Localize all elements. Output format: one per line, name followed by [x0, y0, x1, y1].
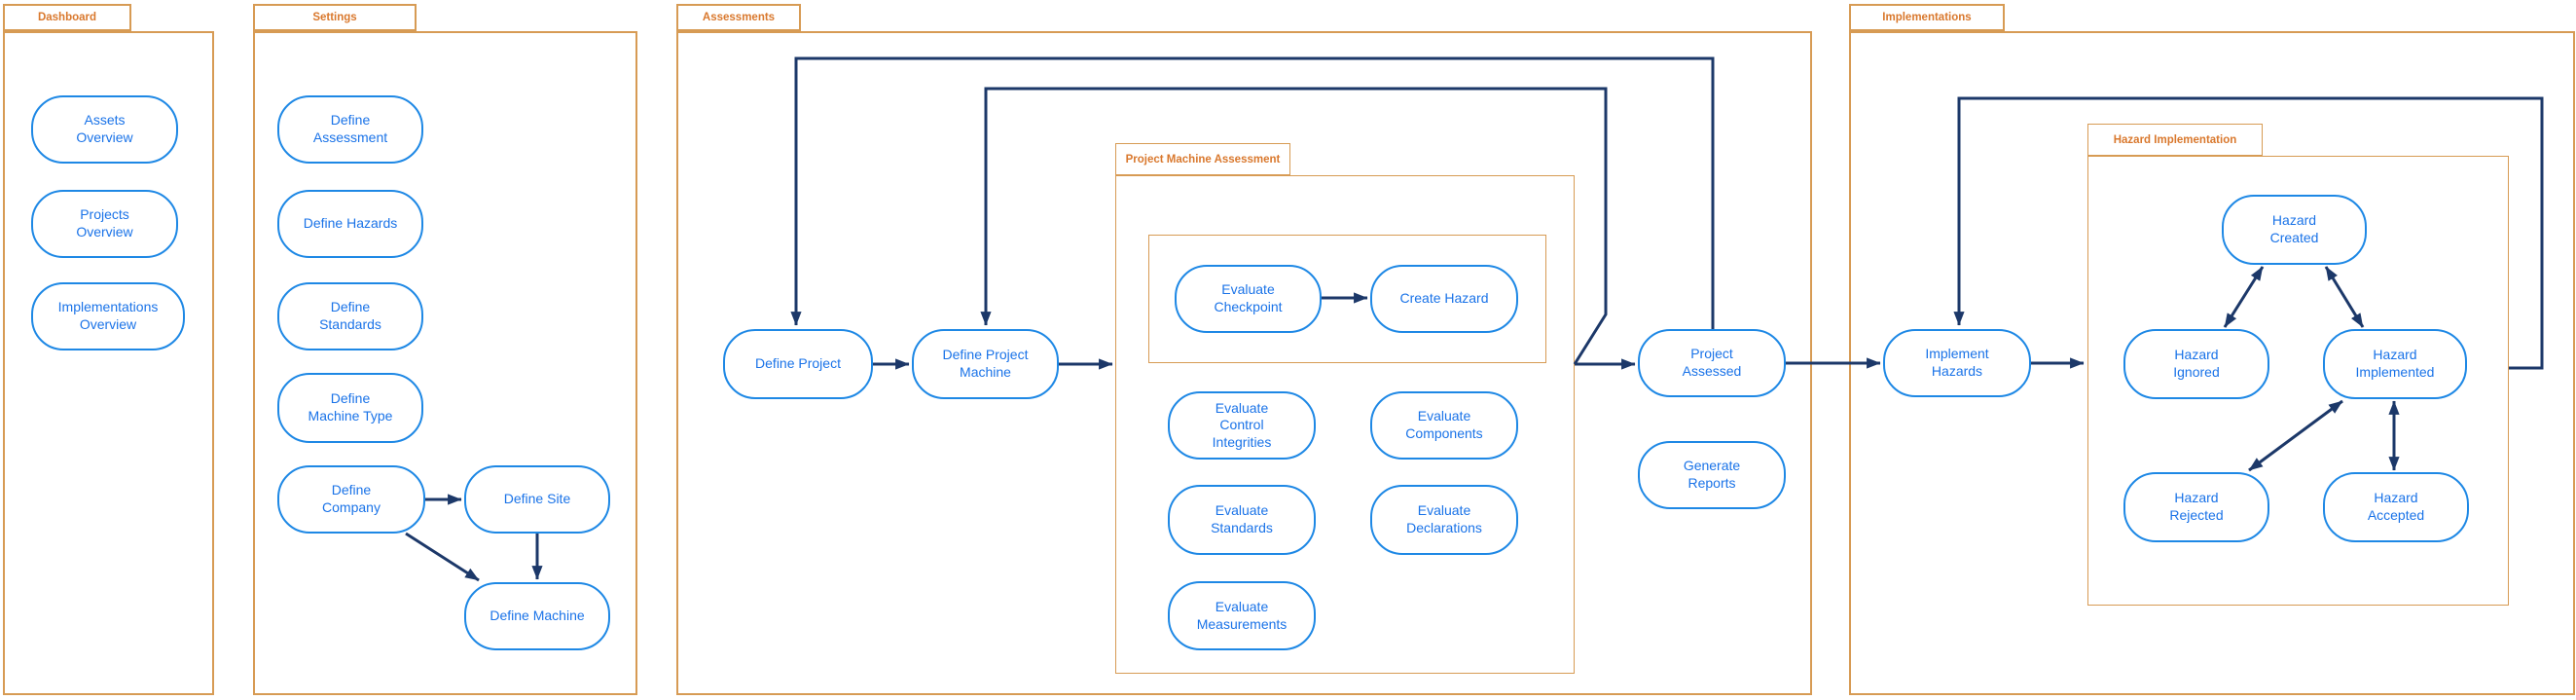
- node-label-project-assessed: Project Assessed: [1682, 346, 1742, 379]
- node-evaluate-checkpoint[interactable]: Evaluate Checkpoint: [1175, 265, 1322, 333]
- node-define-site[interactable]: Define Site: [464, 465, 610, 534]
- node-evaluate-measurements[interactable]: Evaluate Measurements: [1168, 581, 1316, 650]
- node-label-hazard-implemented: Hazard Implemented: [2355, 347, 2435, 380]
- node-label-generate-reports: Generate Reports: [1683, 458, 1741, 491]
- node-define-assessment[interactable]: Define Assessment: [277, 95, 423, 164]
- node-project-assessed[interactable]: Project Assessed: [1638, 329, 1786, 397]
- node-hazard-accepted[interactable]: Hazard Accepted: [2323, 472, 2469, 542]
- group-tab-label-project-machine-assessment: Project Machine Assessment: [1125, 153, 1281, 166]
- node-define-hazards[interactable]: Define Hazards: [277, 190, 423, 258]
- panel-tab-label-assessments: Assessments: [702, 12, 776, 23]
- node-label-define-company: Define Company: [322, 482, 381, 515]
- node-generate-reports[interactable]: Generate Reports: [1638, 441, 1786, 509]
- panel-tab-label-settings: Settings: [312, 12, 357, 23]
- group-tab-project-machine-assessment[interactable]: Project Machine Assessment: [1115, 143, 1290, 175]
- node-define-standards[interactable]: Define Standards: [277, 282, 423, 350]
- node-define-machine[interactable]: Define Machine: [464, 582, 610, 650]
- panel-tab-label-implementations: Implementations: [1882, 12, 1972, 23]
- node-define-company[interactable]: Define Company: [277, 465, 425, 534]
- panel-tab-settings[interactable]: Settings: [253, 4, 417, 31]
- node-label-projects-overview: Projects Overview: [76, 206, 133, 239]
- node-label-define-site: Define Site: [503, 491, 571, 507]
- node-evaluate-standards[interactable]: Evaluate Standards: [1168, 485, 1316, 555]
- node-label-evaluate-checkpoint: Evaluate Checkpoint: [1214, 281, 1283, 314]
- node-label-define-assessment: Define Assessment: [312, 112, 388, 145]
- panel-tab-assessments[interactable]: Assessments: [676, 4, 801, 31]
- node-hazard-ignored[interactable]: Hazard Ignored: [2123, 329, 2269, 399]
- node-implementations-overview[interactable]: Implementations Overview: [31, 282, 185, 350]
- node-label-evaluate-declarations: Evaluate Declarations: [1406, 502, 1482, 535]
- node-label-evaluate-components: Evaluate Components: [1405, 408, 1483, 441]
- node-label-evaluate-measurements: Evaluate Measurements: [1196, 598, 1288, 632]
- node-evaluate-control-integrities[interactable]: Evaluate Control Integrities: [1168, 391, 1316, 460]
- node-label-define-machine-type: Define Machine Type: [308, 390, 393, 424]
- node-label-define-standards: Define Standards: [319, 299, 381, 332]
- node-label-hazard-accepted: Hazard Accepted: [2367, 490, 2425, 523]
- group-tab-hazard-implementation[interactable]: Hazard Implementation: [2087, 124, 2263, 156]
- node-create-hazard[interactable]: Create Hazard: [1370, 265, 1518, 333]
- group-tab-label-hazard-implementation: Hazard Implementation: [2113, 133, 2237, 146]
- panel-tab-implementations[interactable]: Implementations: [1849, 4, 2005, 31]
- node-label-assets-overview: Assets Overview: [76, 112, 133, 145]
- node-assets-overview[interactable]: Assets Overview: [31, 95, 178, 164]
- panel-tab-dashboard[interactable]: Dashboard: [3, 4, 131, 31]
- node-label-implement-hazards: Implement Hazards: [1925, 346, 1989, 379]
- node-evaluate-components[interactable]: Evaluate Components: [1370, 391, 1518, 460]
- node-define-machine-type[interactable]: Define Machine Type: [277, 373, 423, 443]
- node-label-define-project-machine: Define Project Machine: [942, 347, 1029, 380]
- node-label-define-project: Define Project: [755, 355, 841, 372]
- node-label-hazard-ignored: Hazard Ignored: [2173, 347, 2220, 380]
- node-implement-hazards[interactable]: Implement Hazards: [1883, 329, 2031, 397]
- node-label-define-hazards: Define Hazards: [303, 215, 398, 232]
- node-hazard-created[interactable]: Hazard Created: [2222, 195, 2367, 265]
- node-label-hazard-rejected: Hazard Rejected: [2169, 490, 2224, 523]
- node-hazard-implemented[interactable]: Hazard Implemented: [2323, 329, 2467, 399]
- node-hazard-rejected[interactable]: Hazard Rejected: [2123, 472, 2269, 542]
- node-define-project-machine[interactable]: Define Project Machine: [912, 329, 1059, 399]
- panel-tab-label-dashboard: Dashboard: [37, 12, 97, 23]
- node-label-define-machine: Define Machine: [490, 608, 585, 624]
- node-evaluate-declarations[interactable]: Evaluate Declarations: [1370, 485, 1518, 555]
- node-label-evaluate-standards: Evaluate Standards: [1211, 502, 1273, 535]
- node-projects-overview[interactable]: Projects Overview: [31, 190, 178, 258]
- node-label-implementations-overview: Implementations Overview: [57, 299, 159, 332]
- node-define-project[interactable]: Define Project: [723, 329, 873, 399]
- node-label-hazard-created: Hazard Created: [2269, 212, 2319, 245]
- node-label-create-hazard: Create Hazard: [1399, 290, 1489, 307]
- node-label-evaluate-control-integrities: Evaluate Control Integrities: [1212, 399, 1272, 450]
